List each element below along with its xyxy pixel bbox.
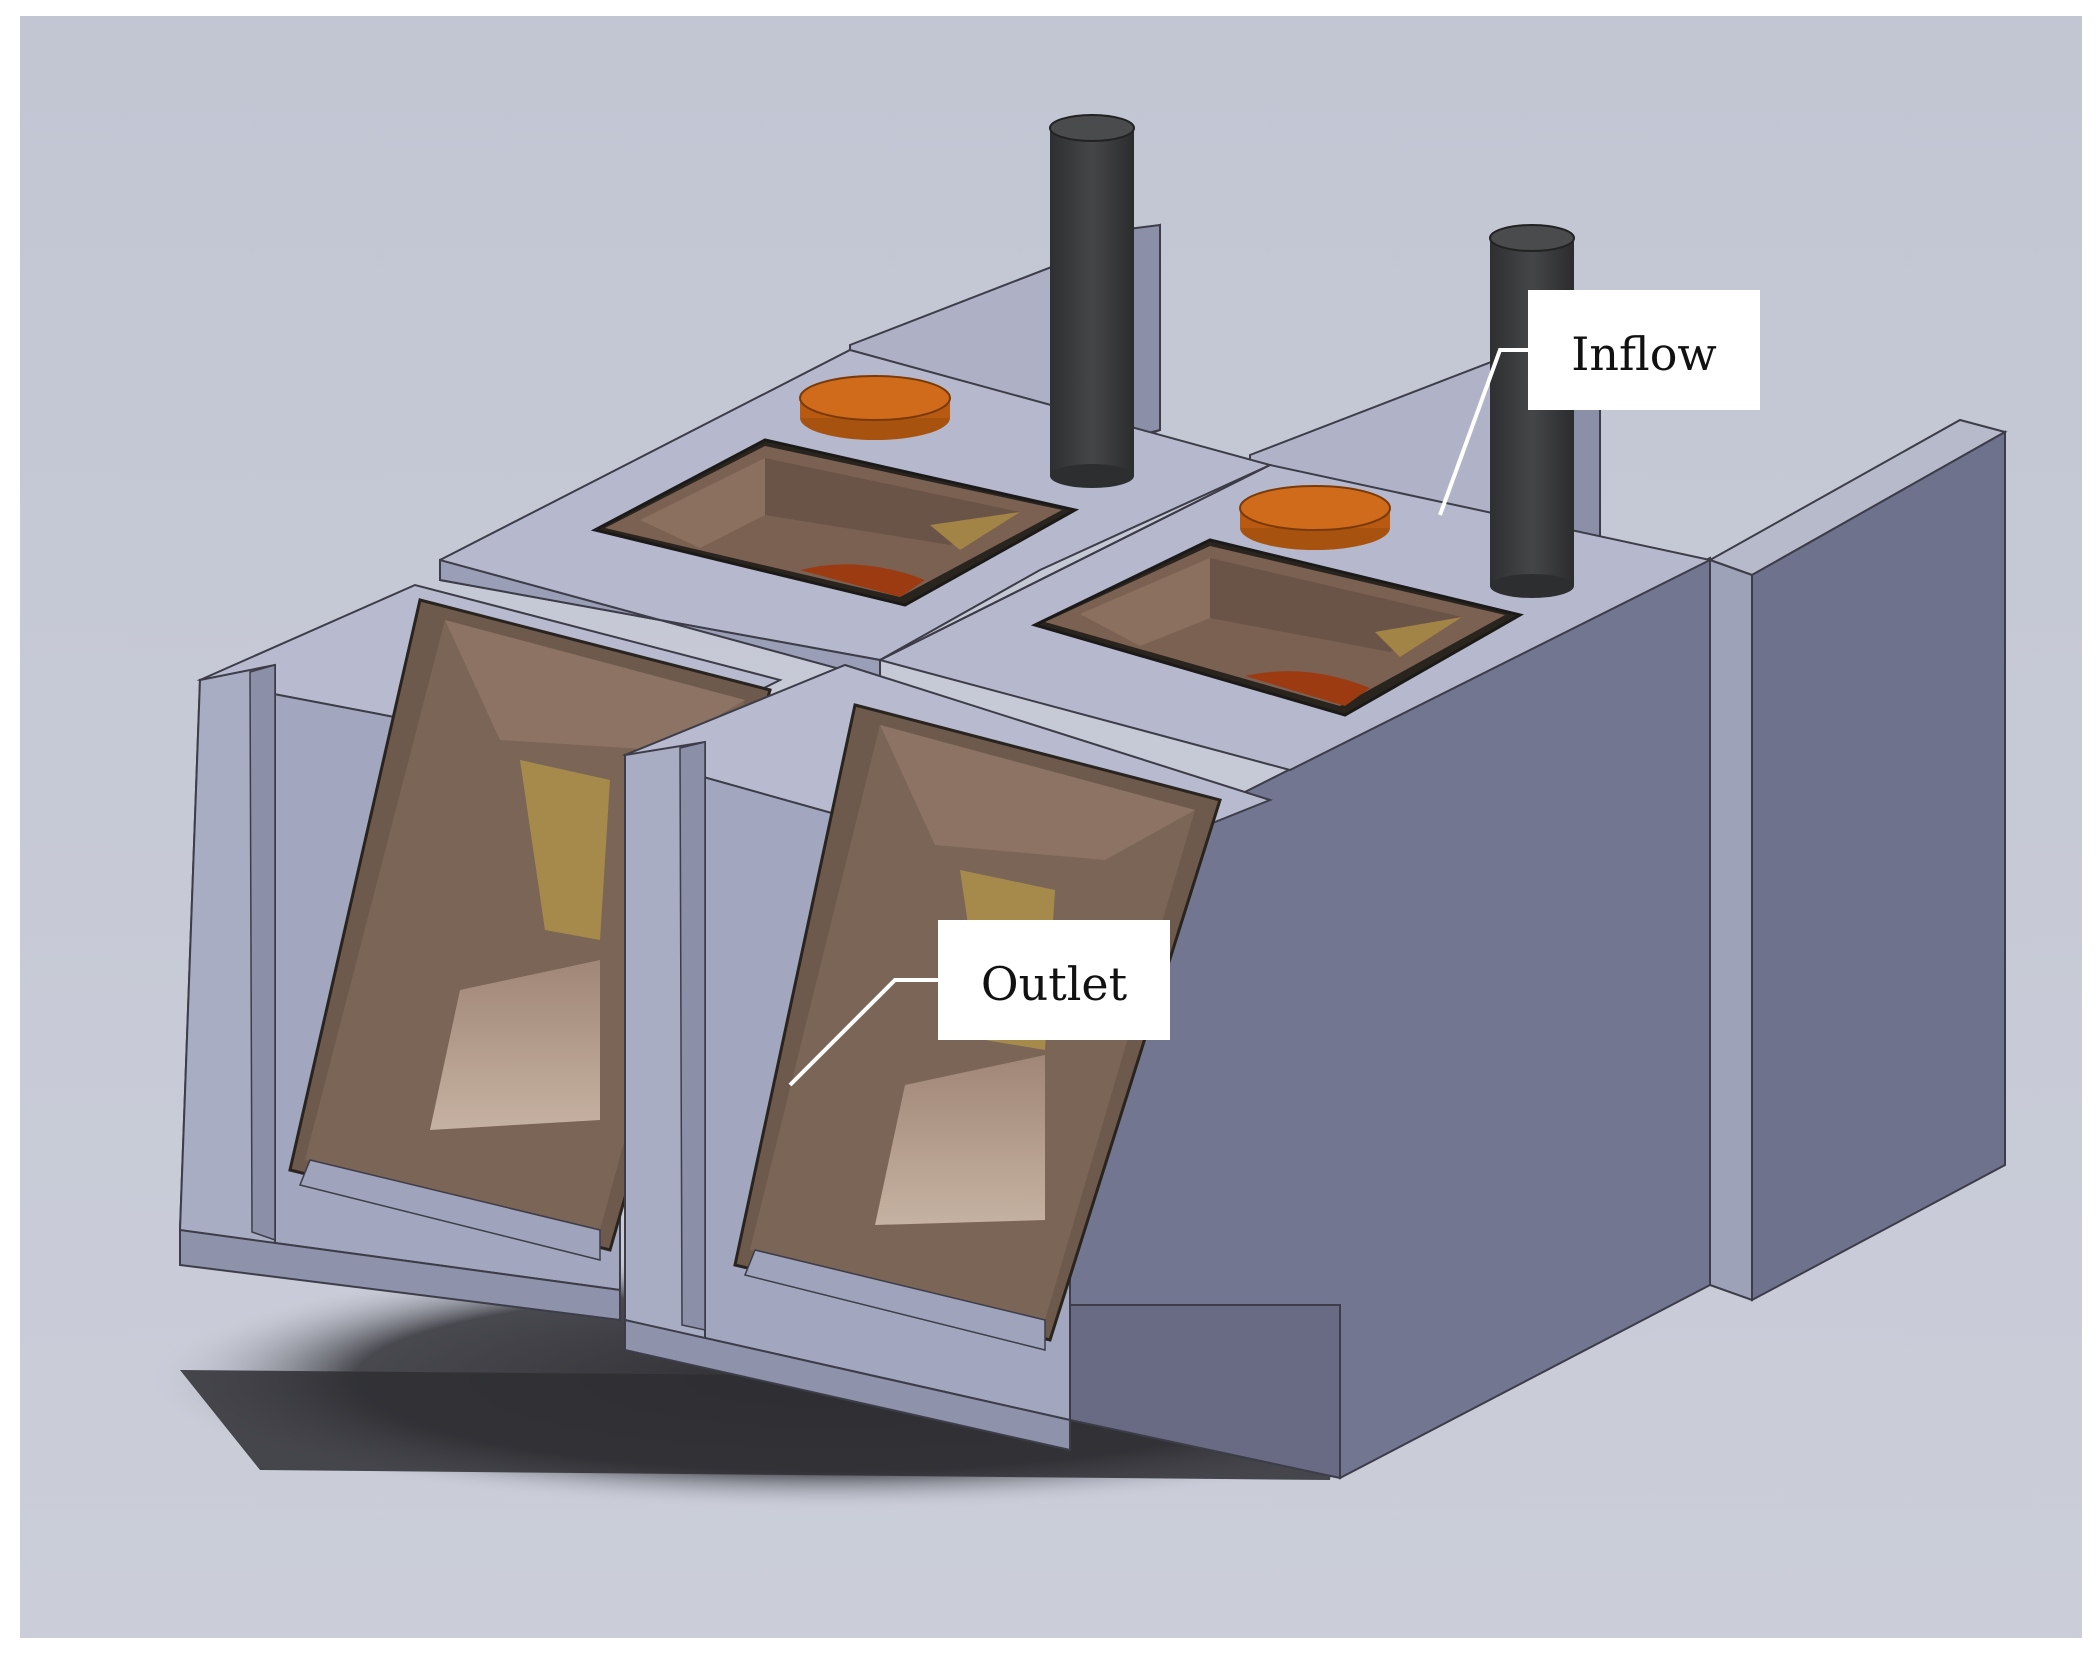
outlet-label: Outlet xyxy=(981,957,1128,1011)
inflow-label: Inflow xyxy=(1571,327,1717,381)
outlet-leader-line xyxy=(788,978,938,1087)
outlet-callout: Outlet xyxy=(788,920,1170,1087)
orange-disc-right xyxy=(1239,485,1391,550)
top-opening-left xyxy=(590,438,1080,607)
rod-left xyxy=(1049,114,1135,488)
outlet-label-box xyxy=(938,920,1170,1040)
orange-disc-left xyxy=(799,375,951,440)
inflow-callout: Inflow xyxy=(1438,290,1760,516)
inflow-leader-line xyxy=(1438,348,1528,516)
inflow-label-box xyxy=(1528,290,1760,410)
rod-right xyxy=(1489,224,1575,598)
top-opening-right xyxy=(1030,538,1525,717)
right-end-plate xyxy=(1707,418,2008,1302)
